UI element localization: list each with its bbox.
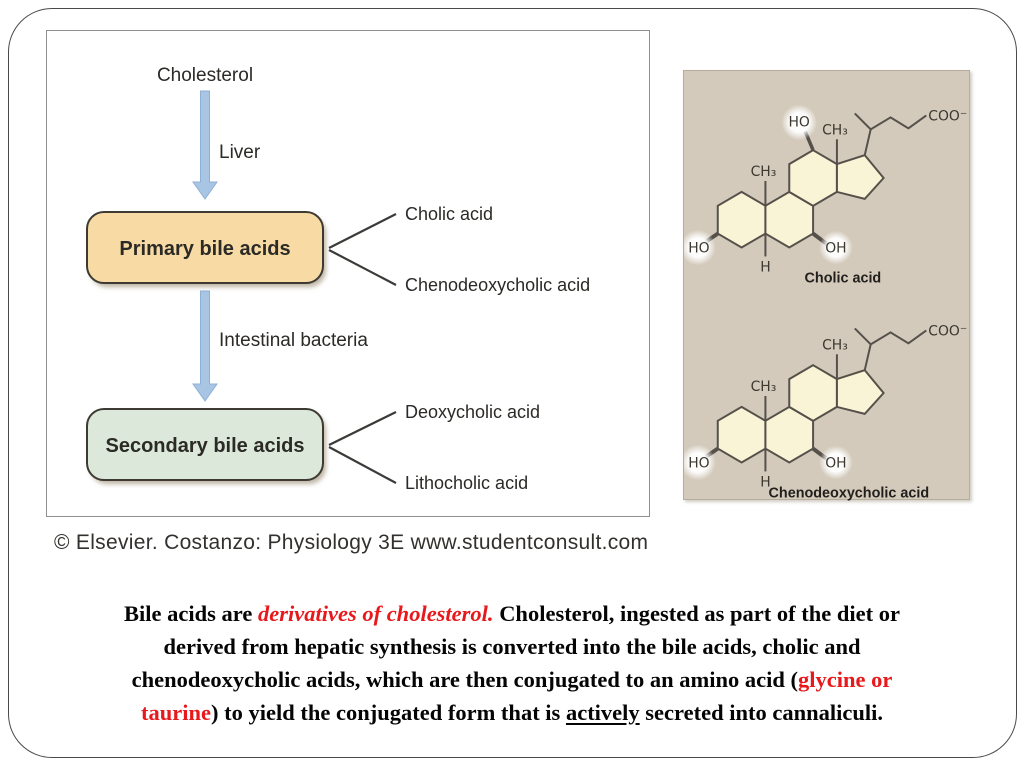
cholesterol-label: Cholesterol bbox=[157, 65, 253, 86]
ring-d bbox=[835, 154, 885, 200]
lithocholic-acid-label: Lithocholic acid bbox=[405, 473, 528, 493]
ho3-label: HO bbox=[688, 455, 709, 471]
body-line-1: Bile acids are derivatives of cholestero… bbox=[40, 597, 984, 630]
steroid-skeleton: CH₃ CH₃ COO⁻ HO OH H Chenodeoxycholic ac… bbox=[684, 323, 967, 501]
cheno-structure-name: Chenodeoxycholic acid bbox=[769, 485, 930, 501]
ho12-label: HO bbox=[788, 114, 809, 130]
glow-oh7 bbox=[819, 445, 853, 480]
chenodeoxycholic-acid-structure: CH₃ CH₃ COO⁻ HO OH H Chenodeoxycholic ac… bbox=[684, 323, 967, 501]
secondary-bile-acids-box bbox=[86, 408, 324, 481]
h5-label: H bbox=[760, 474, 770, 490]
body-text-run: Cholesterol, ingested as part of the die… bbox=[493, 601, 900, 626]
body-line-4: taurine) to yield the conjugated form th… bbox=[40, 696, 984, 729]
chemical-structures-panel: HO CH₃ CH₃ COO⁻ HO OH H Cholic acid bbox=[683, 70, 970, 501]
body-text-run: ) to yield the conjugated form that is bbox=[210, 700, 566, 725]
glow-oh7 bbox=[819, 230, 853, 265]
body-text-run-red: glycine or bbox=[798, 667, 893, 692]
coo-label: COO⁻ bbox=[928, 323, 967, 339]
ring-a bbox=[716, 190, 767, 249]
flowchart-panel: Cholesterol Liver Primary bile acids Cho… bbox=[46, 30, 650, 517]
intestinal-bacteria-label: Intestinal bacteria bbox=[219, 330, 368, 351]
cholic-structure-name: Cholic acid bbox=[805, 270, 882, 286]
branch-line-deoxycholic bbox=[328, 411, 397, 446]
branch-line-cheno bbox=[328, 249, 397, 286]
glow-ho3 bbox=[684, 444, 716, 481]
arrow-liver bbox=[192, 90, 218, 200]
secondary-bile-acids-label: Secondary bile acids bbox=[106, 435, 305, 457]
cholic-acid-label: Cholic acid bbox=[405, 204, 493, 224]
body-text-run-red-italic: derivatives of cholesterol. bbox=[257, 601, 494, 626]
ring-d bbox=[835, 369, 885, 415]
body-text-run: secreted into cannaliculi. bbox=[639, 700, 883, 725]
oh7-label: OH bbox=[825, 455, 846, 471]
body-line-2: derived from hepatic synthesis is conver… bbox=[40, 630, 984, 663]
arrow-intestinal-bacteria bbox=[192, 290, 218, 402]
figure-caption: © Elsevier. Costanzo: Physiology 3E www.… bbox=[54, 531, 649, 554]
ch3-lower-label: CH₃ bbox=[751, 379, 777, 395]
glow-ho12 bbox=[781, 104, 818, 141]
deoxycholic-acid-label: Deoxycholic acid bbox=[405, 402, 540, 422]
primary-bile-acids-box bbox=[86, 211, 324, 284]
ch3-lower-label: CH₃ bbox=[751, 164, 777, 180]
body-text-run: chenodeoxycholic acids, which are then c… bbox=[131, 667, 799, 692]
body-paragraph: Bile acids are derivatives of cholestero… bbox=[40, 597, 984, 729]
flowchart-svg: Cholesterol Liver Primary bile acids Cho… bbox=[86, 65, 590, 493]
coo-label: COO⁻ bbox=[928, 108, 967, 124]
body-text-run: Bile acids are bbox=[124, 601, 258, 626]
primary-bile-acids-label: Primary bile acids bbox=[119, 238, 290, 260]
branch-line-cholic bbox=[328, 213, 397, 249]
body-text-run-underlined: actively bbox=[565, 700, 640, 725]
body-text-run-red: taurine bbox=[140, 700, 211, 725]
body-text-run: derived from hepatic synthesis is conver… bbox=[163, 634, 861, 659]
liver-label: Liver bbox=[219, 142, 261, 163]
cholic-acid-structure: HO CH₃ CH₃ COO⁻ HO OH H Cholic acid bbox=[684, 104, 967, 286]
ch3-upper-label: CH₃ bbox=[822, 337, 848, 353]
h5-label: H bbox=[760, 259, 770, 275]
ring-a bbox=[716, 405, 767, 464]
oh7-label: OH bbox=[825, 240, 846, 256]
steroid-skeleton: HO CH₃ CH₃ COO⁻ HO OH H Cholic acid bbox=[684, 104, 967, 286]
body-line-3: chenodeoxycholic acids, which are then c… bbox=[40, 663, 984, 696]
chenodeoxycholic-acid-label: Chenodeoxycholic acid bbox=[405, 275, 590, 295]
slide-rounded-border bbox=[8, 8, 1017, 758]
ch3-upper-label: CH₃ bbox=[822, 122, 848, 138]
glow-ho3 bbox=[684, 229, 716, 266]
branch-line-lithocholic bbox=[328, 446, 397, 484]
ho3-label: HO bbox=[688, 240, 709, 256]
